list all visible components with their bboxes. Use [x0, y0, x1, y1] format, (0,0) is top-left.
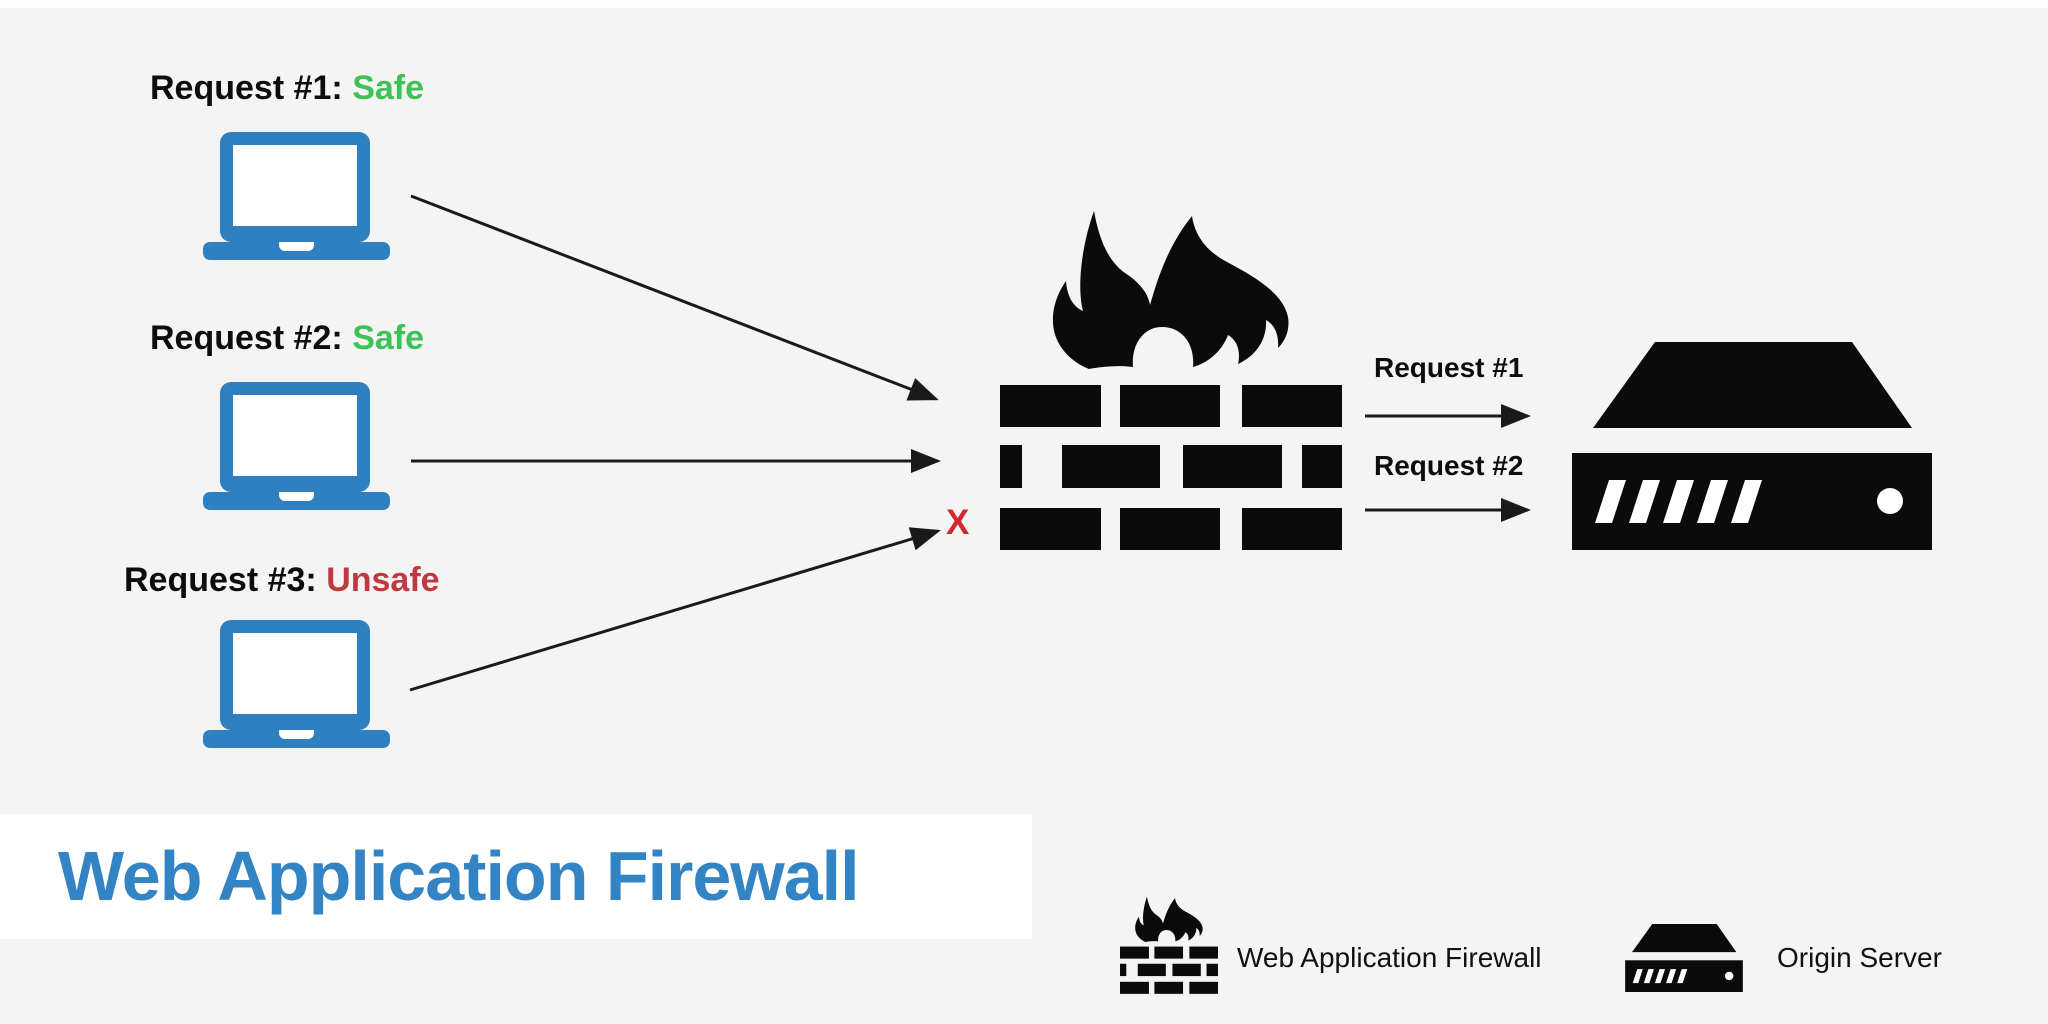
request2-label: Request #2: Safe [150, 319, 425, 357]
legend-origin-server-label: Origin Server [1777, 942, 1942, 973]
request2-status: Safe [352, 319, 425, 357]
firewall-icon [1000, 209, 1342, 550]
top-strip [0, 0, 2048, 8]
laptop-icon-request3 [203, 620, 390, 748]
request3-label-text: Request #3: [124, 561, 317, 599]
arrow-request3-to-firewall [409, 527, 941, 692]
page-title: Web Application Firewall [58, 837, 860, 915]
request1-label: Request #1: Safe [150, 69, 425, 107]
laptop-icon-request1 [203, 132, 390, 260]
legend-origin-server-icon [1625, 924, 1743, 992]
passed-request2-label: Request #2 [1374, 450, 1524, 481]
origin-server-icon [1572, 342, 1932, 550]
request3-label: Request #3: Unsafe [124, 561, 440, 599]
request1-label-text: Request #1: [150, 69, 343, 107]
legend-firewall-icon [1120, 896, 1218, 994]
legend-firewall-label: Web Application Firewall [1237, 942, 1542, 973]
request3-status: Unsafe [326, 561, 440, 599]
title-band: Web Application Firewall [0, 814, 1032, 939]
arrow-request1-to-firewall [410, 194, 939, 401]
blocked-x-marker: X [946, 503, 970, 542]
request2-label-text: Request #2: [150, 319, 343, 357]
passed-request1-label: Request #1 [1374, 352, 1524, 383]
laptop-icon-request2 [203, 382, 390, 510]
request1-status: Safe [352, 69, 425, 107]
